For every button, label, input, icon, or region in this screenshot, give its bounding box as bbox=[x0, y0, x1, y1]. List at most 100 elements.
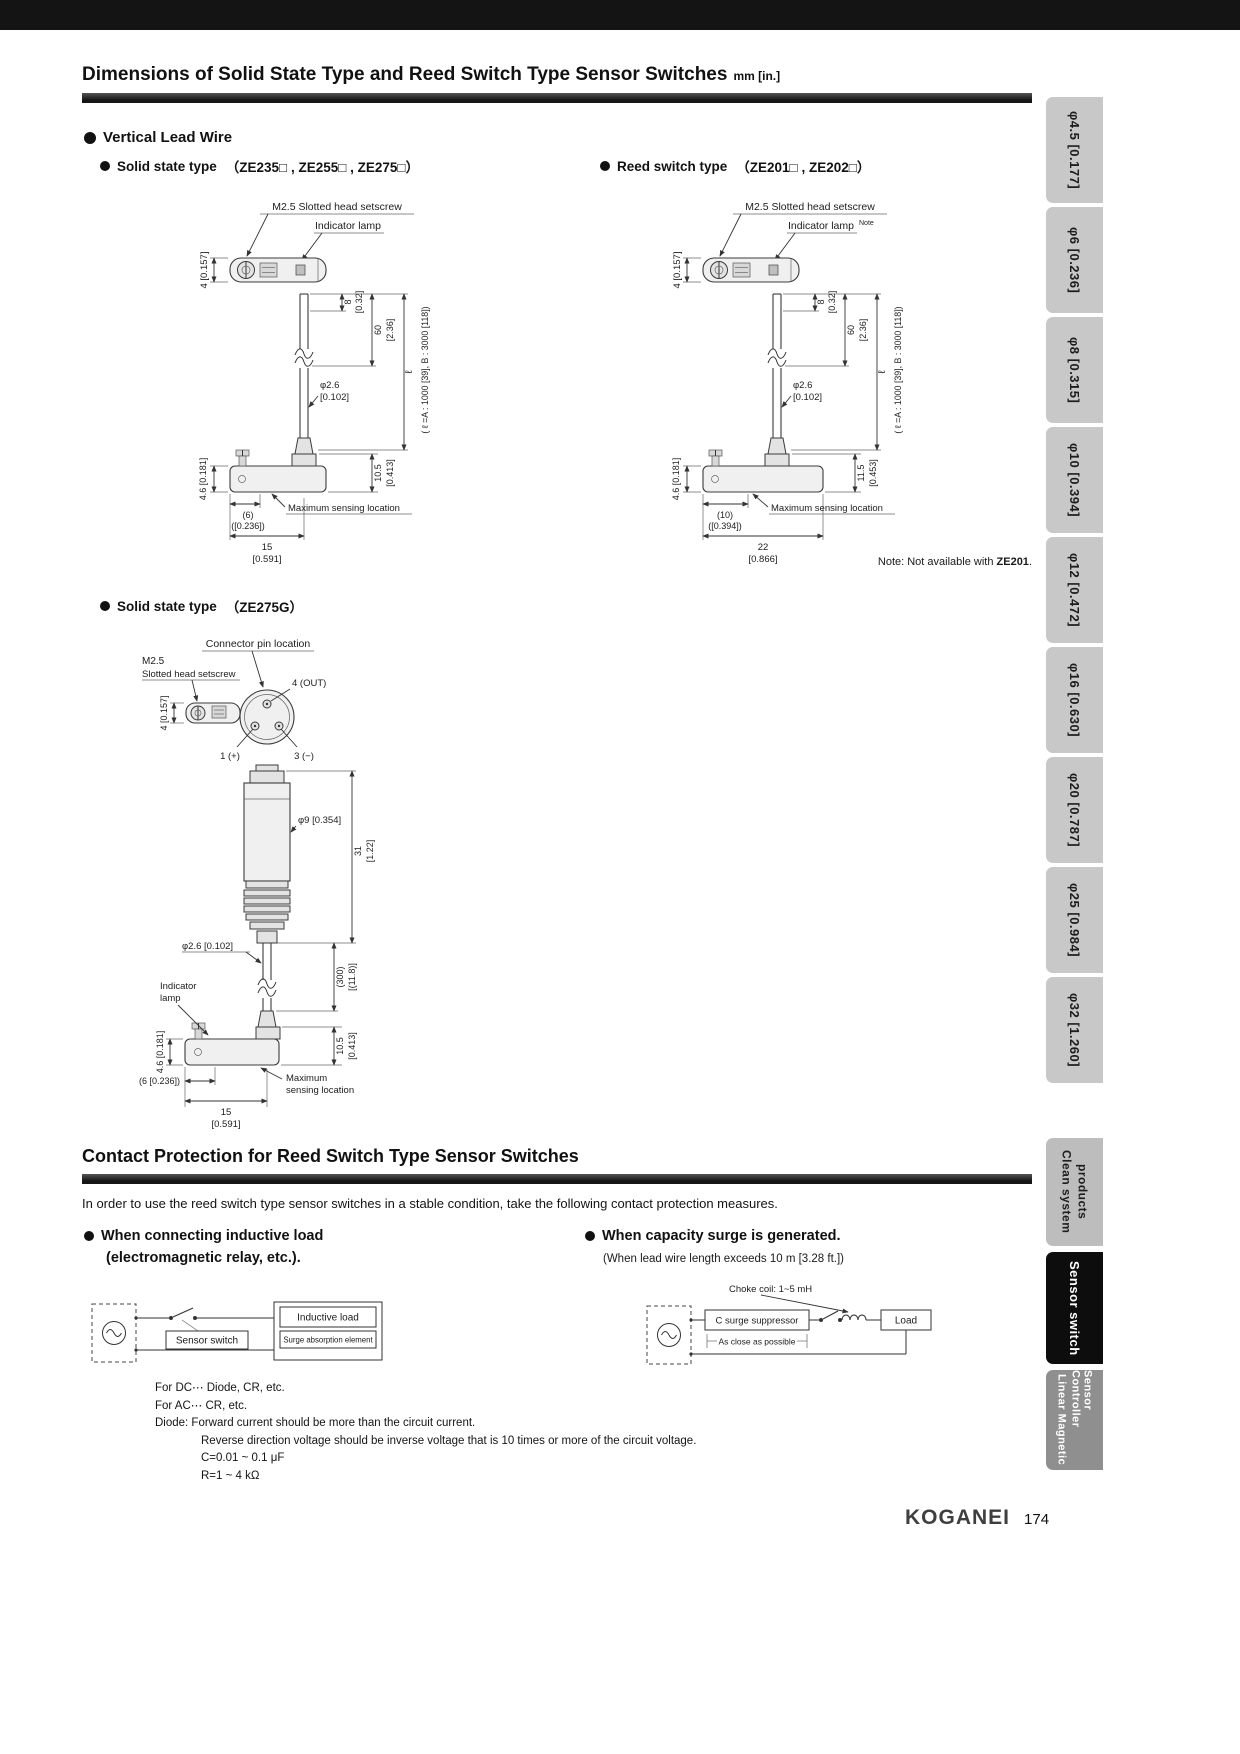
sidebar-tab-linear-magnetic: Linear Magnetic Sensor Controller bbox=[1046, 1370, 1103, 1470]
callout-indicator-lamp: Indicator lamp bbox=[160, 981, 209, 1036]
title-unit: mm [in.] bbox=[733, 69, 781, 83]
dim-60: 60 [2.36] bbox=[312, 293, 395, 367]
strain-relief-ribs bbox=[243, 880, 291, 944]
dim-label-10-5: 10.5 bbox=[335, 1037, 345, 1055]
subsection-solid-state: Solid state type （ZE235□ , ZE255□ , ZE27… bbox=[100, 156, 419, 176]
dim-label-6: (6 [0.236]) bbox=[139, 1076, 180, 1086]
note-diode-1: Diode: Forward current should be more th… bbox=[155, 1417, 476, 1429]
footnote-suffix: . bbox=[1028, 556, 1032, 568]
dim-label-l-note: ( ℓ =A : 1000 [39], B : 3000 [118]) bbox=[893, 306, 903, 433]
note-capacitance: C=0.01 ~ 0.1 μF bbox=[201, 1452, 285, 1464]
callout-max-sensing: Maximum sensing location bbox=[260, 1067, 354, 1096]
ac-source bbox=[91, 1303, 137, 1363]
label-max-sensing-line1: Maximum bbox=[286, 1073, 327, 1084]
dim-label-8-in: [0.32] bbox=[354, 291, 364, 314]
brand-logo: KOGANEI bbox=[905, 1506, 1011, 1529]
callout-connector-pin-location: Connector pin location bbox=[202, 638, 314, 688]
note-dc: For DC⋯ Diode, CR, etc. bbox=[155, 1382, 285, 1394]
dim-label-8-in: [0.32] bbox=[827, 291, 837, 314]
side-view bbox=[229, 437, 327, 493]
dim-label-10: (10) bbox=[717, 510, 733, 520]
contact-protection-notes: For DC⋯ Diode, CR, etc. For AC⋯ CR, etc.… bbox=[155, 1380, 835, 1485]
dim-label-10-5: 10.5 bbox=[373, 464, 383, 482]
dim-label-4: 4 [0.157] bbox=[159, 695, 169, 730]
label-max-sensing: Maximum sensing location bbox=[288, 503, 400, 514]
sidebar-tab-label-line2: Sensor Controller bbox=[1069, 1370, 1094, 1428]
sidebar-tab-phi-12: φ12 [0.472] bbox=[1046, 537, 1103, 643]
dim-label-300-in: [(11.8)] bbox=[347, 963, 357, 991]
footnote-model: ZE201 bbox=[996, 556, 1029, 568]
dim-11-5: 11.5 [0.453] bbox=[792, 453, 878, 493]
label-lamp-note-superscript: Note bbox=[859, 220, 874, 227]
dim-length-l: ℓ ( ℓ =A : 1000 [39], B : 3000 [118]) bbox=[318, 293, 430, 451]
label-load: Load bbox=[895, 1316, 917, 1327]
dim-4-6: 4.6 [0.181] bbox=[671, 458, 701, 500]
dim-body-height-4: 4 [0.157] bbox=[159, 695, 184, 731]
label-inductive-load: Inductive load bbox=[297, 1313, 359, 1324]
dim-10-5: 10.5 [0.413] bbox=[319, 453, 395, 493]
section-contact-protection-heading: Contact Protection for Reed Switch Type … bbox=[82, 1146, 579, 1166]
callout-cable-diameter: φ2.6 [0.102] bbox=[182, 941, 262, 964]
dim-10: (10) ([0.394]) bbox=[702, 494, 749, 540]
as-close-as-possible-bracket: As close as possible bbox=[706, 1334, 808, 1348]
dim-8: 8 [0.32] bbox=[310, 291, 408, 314]
dim-label-4: 4 [0.157] bbox=[199, 252, 210, 289]
connector-pin-view: 4 (OUT) 1 (+) 3 (−) bbox=[220, 678, 326, 762]
dim-label-60-in: [2.36] bbox=[858, 319, 868, 342]
title-rule bbox=[82, 93, 1032, 103]
subsection-ze275g: Solid state type （ZE275G） bbox=[100, 596, 303, 616]
subsection-inductive-load-line2: (electromagnetic relay, etc.). bbox=[106, 1250, 301, 1266]
bullet-icon bbox=[585, 1231, 595, 1241]
label-indicator-lamp-line2: lamp bbox=[160, 993, 181, 1004]
sidebar-tab-phi-32: φ32 [1.260] bbox=[1046, 977, 1103, 1083]
note-ac: For AC⋯ CR, etc. bbox=[155, 1399, 248, 1412]
sidebar-tab-phi-6: φ6 [0.236] bbox=[1046, 207, 1103, 313]
sidebar-tab-sensor-switch: Sensor switch bbox=[1046, 1252, 1103, 1364]
dim-label-60-in: [2.36] bbox=[385, 319, 395, 342]
dim-300: (300) [(11.8)] bbox=[276, 942, 357, 1012]
footnote-ze201: Note: Not available with ZE201. bbox=[750, 556, 1032, 568]
dim-label-l-note: ( ℓ =A : 1000 [39], B : 3000 [118]) bbox=[420, 306, 430, 433]
callout-max-sensing: Maximum sensing location bbox=[271, 493, 412, 515]
footnote-prefix: Note: Not available with bbox=[877, 556, 997, 568]
circuit-wiring bbox=[134, 1307, 274, 1352]
sidebar-tab-label: φ12 [0.472] bbox=[1067, 552, 1082, 628]
sidebar-tab-label-line1: Clean system bbox=[1059, 1150, 1074, 1234]
side-view bbox=[702, 437, 824, 493]
suppressor-box: C surge suppressor bbox=[704, 1309, 810, 1331]
dim-length-l: ℓ ( ℓ =A : 1000 [39], B : 3000 [118]) bbox=[791, 293, 903, 451]
bullet-icon bbox=[84, 1231, 94, 1241]
subsection-heading-text: Solid state type bbox=[117, 158, 217, 174]
bullet-icon bbox=[84, 131, 96, 144]
dim-label-8: 8 bbox=[816, 299, 826, 304]
page-title-row: Dimensions of Solid State Type and Reed … bbox=[82, 64, 780, 86]
dim-label-22: 22 bbox=[758, 542, 769, 553]
circuit-capacity-surge: Choke coil: 1~5 mH C surge suppressor Lo… bbox=[646, 1284, 932, 1365]
connector-barrel bbox=[243, 764, 291, 882]
sidebar-tab-label: φ8 [0.315] bbox=[1067, 336, 1082, 404]
dim-label-6-in: ([0.236]) bbox=[231, 521, 265, 531]
dim-4-6: 4.6 [0.181] bbox=[198, 458, 228, 500]
top-view-body bbox=[185, 702, 241, 724]
dim-label-dia-in: [0.102] bbox=[320, 392, 349, 403]
dim-label-10-5-in: [0.413] bbox=[347, 1032, 357, 1060]
dim-label-dia-in: [0.102] bbox=[793, 392, 822, 403]
lead-wire bbox=[257, 943, 277, 1011]
dim-label-300: (300) bbox=[335, 966, 345, 987]
dim-label-15-in: [0.591] bbox=[252, 554, 281, 565]
dim-label-4: 4 [0.157] bbox=[672, 252, 683, 289]
callout-indicator-lamp: Indicator lamp Note bbox=[774, 220, 874, 261]
subsection-capacity-surge-note: (When lead wire length exceeds 10 m [3.2… bbox=[603, 1253, 844, 1265]
dim-label-60: 60 bbox=[373, 325, 383, 335]
dim-10-5: 10.5 [0.413] bbox=[281, 1026, 357, 1066]
label-connector-pin-location: Connector pin location bbox=[206, 638, 311, 650]
dim-body-height-4: 4 [0.157] bbox=[199, 252, 228, 289]
bullet-icon bbox=[100, 161, 110, 171]
drawing-solid-state-vertical: M2.5 Slotted head setscrew Indicator lam… bbox=[198, 201, 430, 565]
label-setscrew: M2.5 Slotted head setscrew bbox=[272, 201, 402, 213]
dim-label-10-in: ([0.394]) bbox=[708, 521, 742, 531]
subsection-heading-text: When connecting inductive load bbox=[101, 1228, 324, 1244]
model-list: （ZE235□ , ZE255□ , ZE275□） bbox=[225, 160, 420, 175]
label-max-sensing: Maximum sensing location bbox=[771, 503, 883, 514]
note-diode-2: Reverse direction voltage should be inve… bbox=[201, 1434, 697, 1447]
